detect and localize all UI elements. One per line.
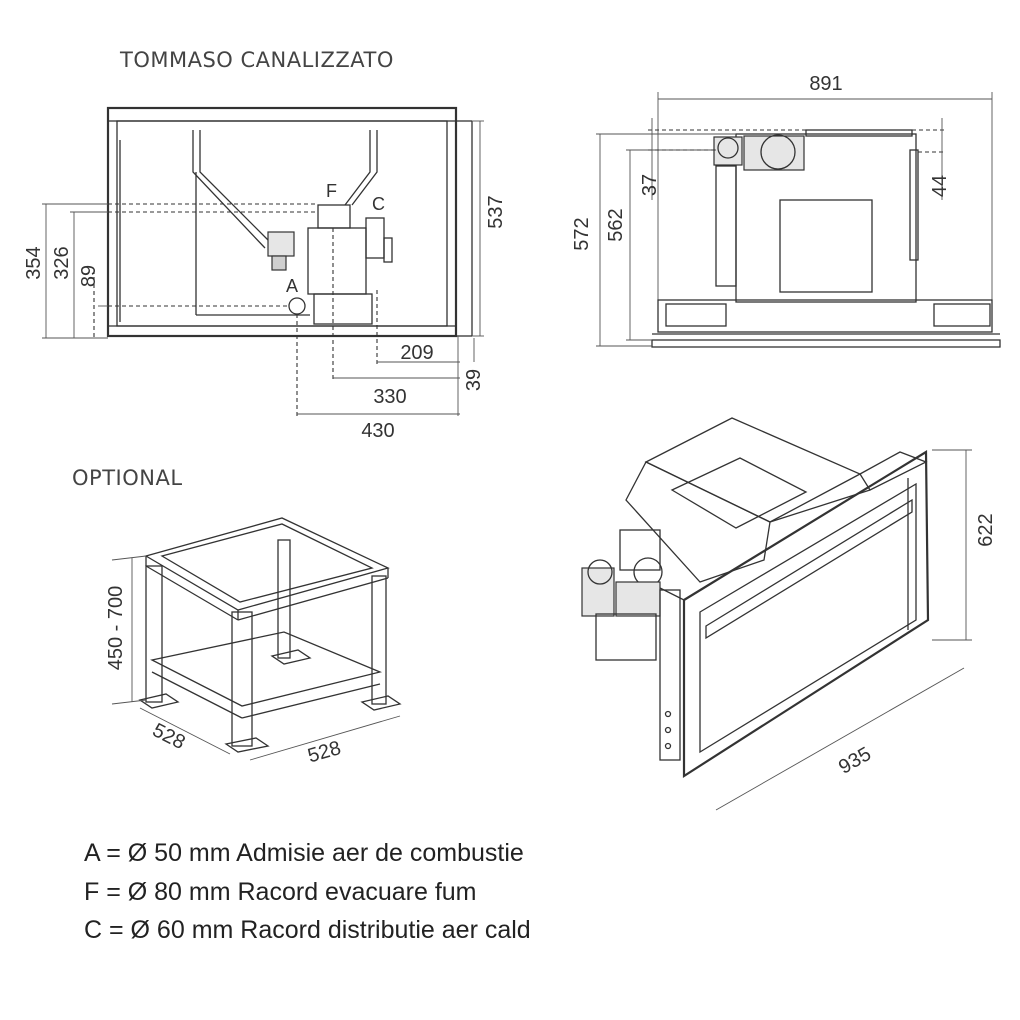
legend-item-A: A = Ø 50 mm Admisie aer de combustie xyxy=(84,839,524,867)
stand-leg-front xyxy=(231,611,253,747)
stand-view: 450 - 700 528 528 xyxy=(105,517,402,767)
legend-item-C: C = Ø 60 mm Racord distributie aer cald xyxy=(84,916,531,944)
duct-port-large xyxy=(760,134,796,170)
optional-title: OPTIONAL xyxy=(72,466,183,490)
iso-top-window xyxy=(670,457,808,529)
stand-leg-left xyxy=(145,565,163,703)
dim-326: 326 xyxy=(51,246,73,279)
dim-430: 430 xyxy=(361,420,394,442)
base-block xyxy=(313,293,373,325)
duct-port-small xyxy=(717,137,739,159)
central-chamber xyxy=(307,227,367,295)
stand-leg-back xyxy=(277,539,291,659)
side-base xyxy=(657,299,993,333)
legend-item-F: F = Ø 80 mm Racord evacuare fum xyxy=(84,877,477,906)
iso-duct-small xyxy=(587,559,613,585)
motor-block xyxy=(267,231,295,257)
vertical-duct xyxy=(715,165,737,287)
front-outer-frame xyxy=(106,106,458,338)
side-floor-plate xyxy=(651,339,1001,348)
side-window xyxy=(779,199,873,293)
iso-side-panel xyxy=(659,589,681,761)
front-top-strip xyxy=(107,107,457,122)
dim-891: 891 xyxy=(809,73,842,95)
dim-209: 209 xyxy=(400,342,433,364)
front-view: F C A 354 326 89 537 209 330 430 39 xyxy=(23,106,507,442)
side-view: 891 572 562 37 44 xyxy=(571,73,1001,348)
legend: A = Ø 50 mm Admisie aer de combustie F =… xyxy=(84,834,784,950)
front-inner-frame xyxy=(116,120,448,327)
dim-537: 537 xyxy=(485,195,507,228)
dim-37: 37 xyxy=(639,174,661,196)
iso-door-frame xyxy=(682,450,930,779)
dim-935: 935 xyxy=(835,743,875,779)
label-A: A xyxy=(286,276,298,296)
air-inlet-A xyxy=(288,297,306,315)
dim-572: 572 xyxy=(571,217,593,250)
stand-top-frame xyxy=(144,517,390,611)
dim-89: 89 xyxy=(78,265,100,287)
main-title: TOMMASO CANALIZZATO xyxy=(119,48,394,72)
label-C: C xyxy=(372,194,385,214)
dim-354: 354 xyxy=(23,246,45,279)
dim-330: 330 xyxy=(373,386,406,408)
dim-stand-height: 450 - 700 xyxy=(105,586,127,671)
label-F: F xyxy=(326,181,337,201)
dim-stand-width: 528 xyxy=(305,737,343,767)
dim-622: 622 xyxy=(975,513,997,546)
dim-stand-depth: 528 xyxy=(149,719,189,754)
iso-view: 622 935 xyxy=(581,417,997,811)
dim-562: 562 xyxy=(605,208,627,241)
iso-glass xyxy=(699,482,917,754)
dim-39: 39 xyxy=(463,369,485,391)
stand-lower-frame xyxy=(150,631,383,707)
stand-leg-right xyxy=(371,575,387,705)
smoke-outlet-F xyxy=(317,204,351,229)
dim-44: 44 xyxy=(929,175,951,197)
